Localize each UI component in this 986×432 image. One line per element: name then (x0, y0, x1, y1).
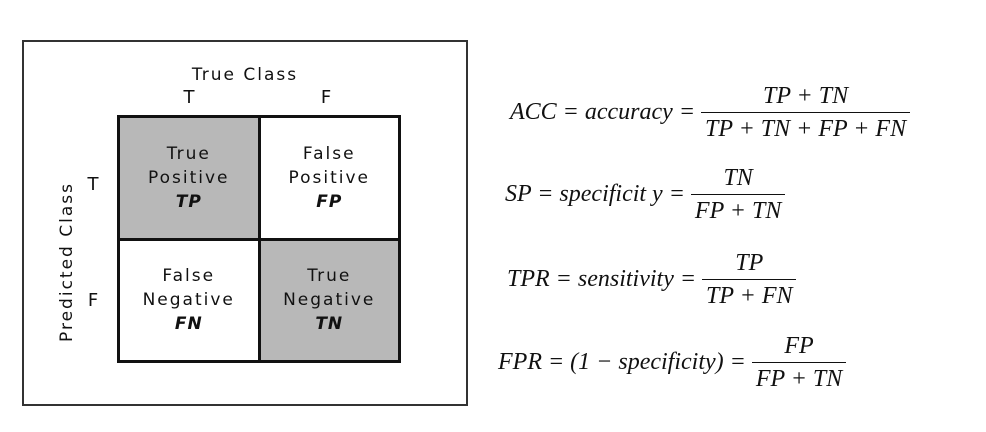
fpr-lhs: FPR = (1 − specificity) = (498, 349, 746, 375)
accuracy-numerator: TP + TN (762, 83, 849, 109)
sensitivity-formula: TPR = sensitivity = TP TP + FN (507, 249, 797, 310)
cell-fn-line1: False (162, 266, 216, 287)
cell-tp-line2: Positive (147, 167, 230, 188)
fpr-fraction: FP FP + TN (751, 332, 847, 393)
accuracy-formula: ACC = accuracy = TP + TN TP + TN + FP + … (510, 82, 911, 143)
sensitivity-numerator: TP (735, 250, 764, 276)
cell-fn-abbr: FN (174, 314, 203, 335)
cell-tn-line1: True (307, 266, 352, 287)
cell-false-negative: False Negative FN (120, 240, 258, 360)
cell-fp-line1: False (302, 143, 356, 164)
specificity-fraction: TN FP + TN (690, 164, 786, 225)
row-label-false: F (87, 290, 99, 311)
true-class-title: True Class (191, 65, 299, 85)
cell-true-negative: True Negative TN (260, 240, 398, 360)
specificity-numerator: TN (723, 165, 753, 191)
specificity-formula: SP = specificit y = TN FP + TN (505, 164, 786, 225)
predicted-class-label: Predicted Class (57, 182, 77, 342)
sensitivity-denominator: TP + FN (702, 279, 797, 310)
false-positive-rate-formula: FPR = (1 − specificity) = FP FP + TN (498, 332, 847, 393)
cell-false-positive: False Positive FP (260, 118, 398, 238)
accuracy-lhs: ACC = accuracy = (510, 99, 696, 125)
cell-true-positive: True Positive TP (120, 118, 258, 238)
accuracy-denominator: TP + TN + FP + FN (701, 112, 911, 143)
accuracy-fraction: TP + TN TP + TN + FP + FN (701, 82, 911, 143)
cell-fp-abbr: FP (316, 191, 343, 212)
cell-fp-line2: Positive (288, 167, 371, 188)
cell-tn-line2: Negative (283, 290, 376, 311)
cell-fn-line2: Negative (142, 290, 235, 311)
sensitivity-lhs: TPR = sensitivity = (507, 266, 697, 292)
column-label-true: T (183, 87, 195, 108)
matrix-grid: True Positive TP False Positive FP False… (117, 115, 401, 363)
fpr-numerator: FP (784, 333, 814, 359)
cell-tp-line1: True (166, 143, 211, 164)
specificity-lhs: SP = specificit y = (505, 181, 685, 207)
cell-tp-abbr: TP (175, 191, 202, 212)
fpr-denominator: FP + TN (751, 362, 847, 393)
cell-tn-abbr: TN (315, 314, 344, 335)
row-label-true: T (87, 174, 99, 195)
confusion-matrix: True Class T F Predicted Class T F True … (22, 40, 468, 406)
sensitivity-fraction: TP TP + FN (702, 249, 797, 310)
specificity-denominator: FP + TN (690, 194, 786, 225)
column-label-false: F (320, 87, 332, 108)
